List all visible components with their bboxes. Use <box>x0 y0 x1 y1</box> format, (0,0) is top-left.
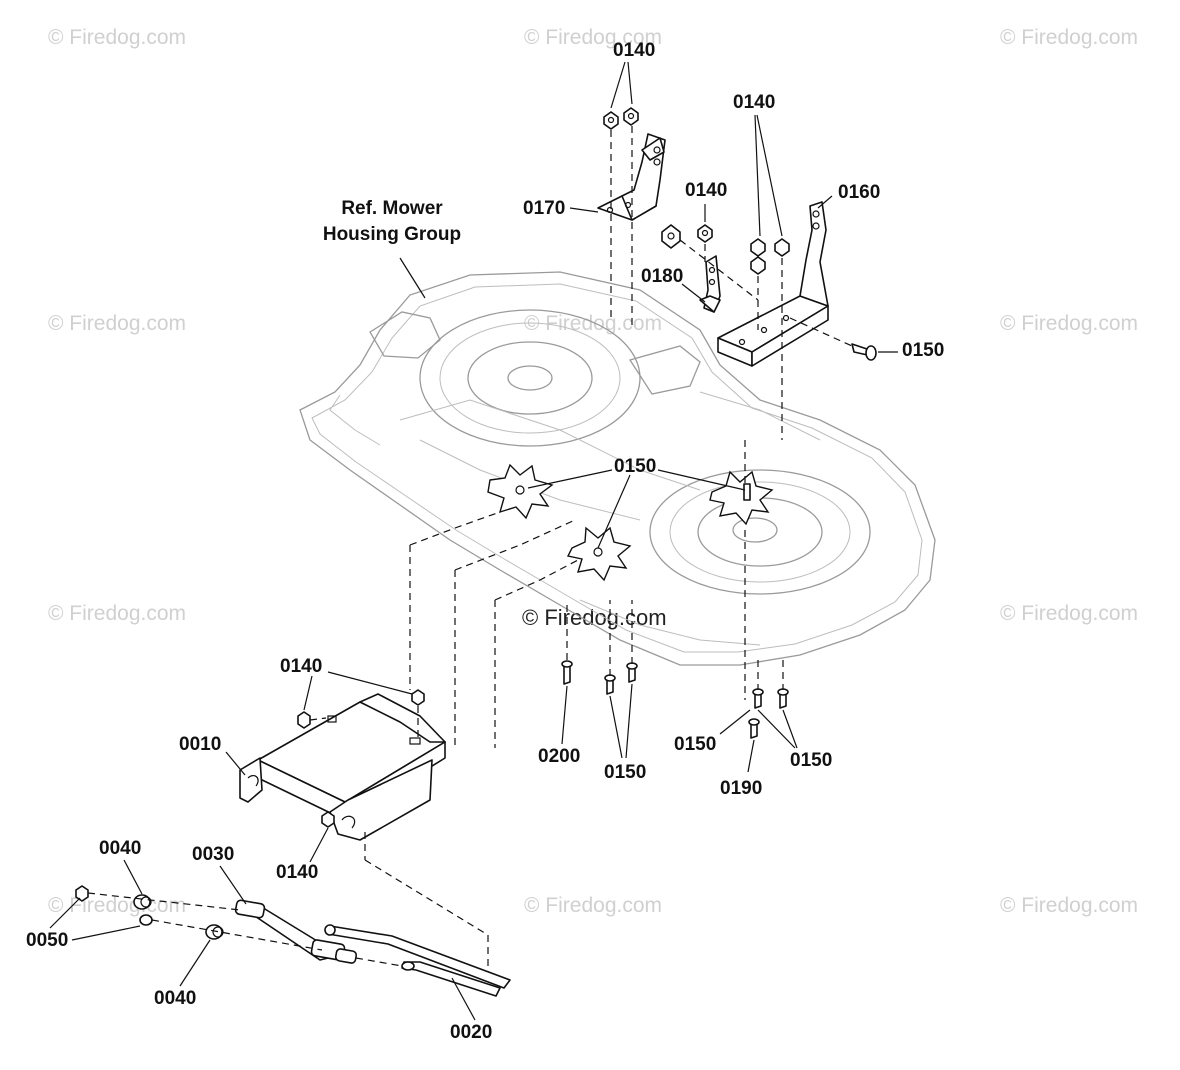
starburst-center <box>566 526 632 582</box>
part-0140-nuts-mid <box>661 224 713 249</box>
leader-0140-right <box>754 114 761 237</box>
watermark: © Firedog.com <box>1000 602 1138 625</box>
part-0170-bracket <box>597 133 666 221</box>
leader-0160 <box>817 195 833 209</box>
leader-0140-bottom <box>309 827 329 863</box>
mower-housing-outline <box>299 271 936 666</box>
leader-0010 <box>225 751 246 776</box>
callout-0140: 0140 <box>613 40 655 61</box>
leader-0140-top <box>627 61 633 105</box>
leader-0150-low <box>625 683 633 759</box>
callout-0020: 0020 <box>450 1022 492 1043</box>
part-0140-nuts-right <box>750 238 790 275</box>
leader-0040-bottom <box>179 939 211 987</box>
part-0180-bracket <box>699 255 721 313</box>
watermark: © Firedog.com <box>48 894 186 917</box>
part-0150-bolts-low <box>604 662 638 695</box>
part-0050-clips <box>75 885 153 926</box>
watermark: © Firedog.com <box>48 26 186 49</box>
part-0150-bolts-lowright <box>748 688 789 739</box>
watermark: © Firedog.com <box>48 312 186 335</box>
leader-0150-center <box>597 474 631 549</box>
watermark: © Firedog.com <box>1000 26 1138 49</box>
callout-0040: 0040 <box>154 988 196 1009</box>
assembly-line <box>364 859 489 936</box>
part-0160-bracket <box>717 201 829 367</box>
callout-0150: 0150 <box>902 340 944 361</box>
part-0010-hitch-plate <box>239 693 446 841</box>
leader-0020 <box>451 977 476 1021</box>
assembly-line <box>454 519 576 745</box>
starburst-right <box>709 470 774 526</box>
callout-0050: 0050 <box>26 930 68 951</box>
assembly-line <box>494 559 579 748</box>
leader-0170 <box>569 207 599 213</box>
watermark-group: © Firedog.com © Firedog.com © Firedog.co… <box>48 26 1138 917</box>
callout-0150: 0150 <box>674 734 716 755</box>
callout-0180: 0180 <box>641 266 683 287</box>
leader-0150-center <box>657 469 746 491</box>
starburst-left <box>487 463 554 520</box>
leader-0180 <box>681 283 706 303</box>
leader-0140-top <box>610 61 626 109</box>
leader-0140-left <box>327 671 413 695</box>
watermark: © Firedog.com <box>1000 312 1138 335</box>
callout-0140: 0140 <box>276 862 318 883</box>
callout-0010: 0010 <box>179 734 221 755</box>
reference-label-line1: Ref. Mower <box>341 198 443 219</box>
callout-0140: 0140 <box>685 180 727 201</box>
watermark: © Firedog.com <box>524 26 662 49</box>
part-0200-bolt <box>561 660 573 685</box>
leader-0200 <box>561 685 568 745</box>
reference-leader <box>399 257 426 299</box>
assembly-line <box>409 511 501 690</box>
callout-labels: 0140 0140 0140 0170 0160 0180 0150 0150 … <box>26 40 944 1043</box>
leader-0150-center <box>527 469 613 489</box>
leader-0050 <box>71 925 141 941</box>
callout-0150: 0150 <box>790 750 832 771</box>
watermark: © Firedog.com <box>524 894 662 917</box>
part-0150-bolt-right <box>851 343 877 361</box>
leader-0050 <box>49 897 81 929</box>
assembly-line <box>87 892 241 911</box>
leader-0030 <box>219 865 247 905</box>
callout-0150: 0150 <box>604 762 646 783</box>
watermark: © Firedog.com <box>524 312 662 335</box>
leader-0150-low <box>609 695 623 759</box>
part-0140-nuts-plate <box>297 689 425 828</box>
watermark: © Firedog.com <box>48 602 186 625</box>
assembly-line <box>679 239 759 301</box>
callout-0150: 0150 <box>614 456 656 477</box>
callout-0030: 0030 <box>192 844 234 865</box>
leader-0190 <box>747 739 755 773</box>
leader-0150-lowright <box>719 709 751 735</box>
part-0020-rods <box>324 924 511 997</box>
part-0030-rod <box>234 899 358 964</box>
reference-label-line2: Housing Group <box>323 224 461 245</box>
assembly-line <box>355 957 403 967</box>
assembly-line <box>309 717 327 721</box>
callout-0190: 0190 <box>720 778 762 799</box>
callout-0170: 0170 <box>523 198 565 219</box>
leader-0140-left <box>303 675 313 711</box>
callout-0160: 0160 <box>838 182 880 203</box>
assembly-line <box>151 919 323 951</box>
leader-0040-top <box>123 859 143 895</box>
part-0140-nuts-top <box>603 107 639 130</box>
callout-0040: 0040 <box>99 838 141 859</box>
callout-0140: 0140 <box>280 656 322 677</box>
leader-0150-lowright <box>757 709 796 749</box>
callout-0200: 0200 <box>538 746 580 767</box>
leader-0150-lowright <box>782 709 798 749</box>
watermark: © Firedog.com <box>1000 894 1138 917</box>
leader-0140-right <box>756 114 783 237</box>
callout-0140: 0140 <box>733 92 775 113</box>
